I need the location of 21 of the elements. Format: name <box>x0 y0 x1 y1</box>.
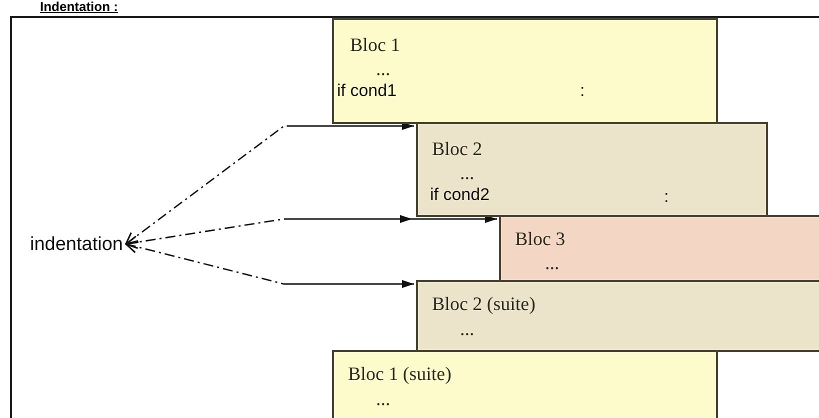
code-block <box>499 215 819 282</box>
ellipsis-text: ... <box>460 320 474 339</box>
colon-text: : <box>664 188 669 205</box>
ellipsis-text: ... <box>376 60 390 79</box>
annotation-text: indentation <box>30 235 123 254</box>
code-line: if cond2 <box>430 186 490 203</box>
code-block <box>332 18 718 124</box>
heading: Indentation : <box>40 0 118 13</box>
code-line: if cond1 <box>337 82 397 99</box>
code-block <box>332 350 718 418</box>
block-heading: Bloc 1 (suite) <box>348 365 452 384</box>
block-heading: Bloc 3 <box>515 230 566 249</box>
code-block <box>416 280 819 352</box>
ellipsis-text: ... <box>376 390 390 409</box>
ellipsis-text: ... <box>545 254 560 273</box>
block-heading: Bloc 2 (suite) <box>432 295 536 314</box>
ellipsis-text: ... <box>460 164 474 183</box>
colon-text: : <box>580 82 585 99</box>
code-block <box>416 122 768 217</box>
block-heading: Bloc 2 <box>432 140 482 159</box>
block-heading: Bloc 1 <box>350 36 400 55</box>
